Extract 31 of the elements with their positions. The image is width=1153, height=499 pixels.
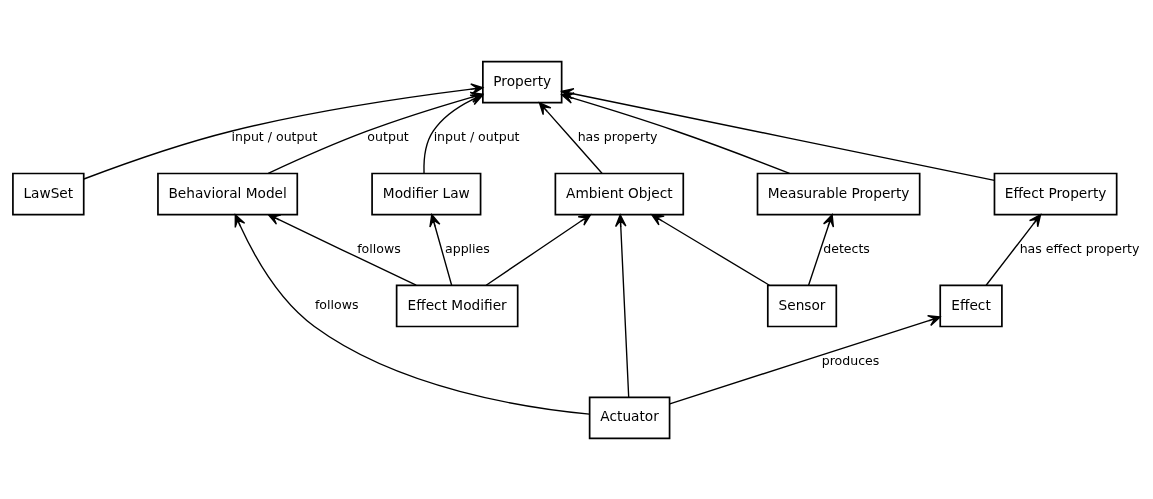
node-box: Effect (939, 284, 1003, 327)
arrow (538, 101, 603, 174)
arrow (614, 213, 630, 398)
node-box: Modifier Law (371, 172, 482, 215)
arrow (807, 213, 835, 286)
edge-label: applies (445, 240, 490, 256)
node-box: Effect Modifier (395, 284, 519, 327)
node-box: Ambient Object (554, 172, 685, 215)
edge-label: input / output (433, 128, 520, 144)
node-box: Actuator (588, 395, 671, 439)
node-box: Effect Property (993, 172, 1118, 215)
arrow (985, 213, 1042, 286)
edge-label: output (367, 128, 409, 144)
node-box: Behavioral Model (157, 172, 299, 215)
node-box: Sensor (766, 284, 838, 327)
arrow (267, 213, 417, 286)
edge-label: follows (357, 240, 401, 256)
arrow (429, 213, 453, 286)
node-box: Property (482, 60, 563, 104)
node-box: LawSet (12, 172, 85, 215)
edge-label: follows (314, 296, 359, 312)
arrow (485, 213, 592, 286)
edge-label: detects (823, 240, 870, 256)
edge-label: produces (821, 352, 880, 368)
edge-label: input / output (231, 128, 318, 144)
node-box: Measurable Property (756, 172, 921, 215)
arrow (651, 213, 771, 286)
arrow (669, 314, 941, 405)
arrow (234, 213, 591, 415)
edge-label: has effect property (1019, 240, 1140, 256)
edge-label: has property (577, 128, 658, 144)
